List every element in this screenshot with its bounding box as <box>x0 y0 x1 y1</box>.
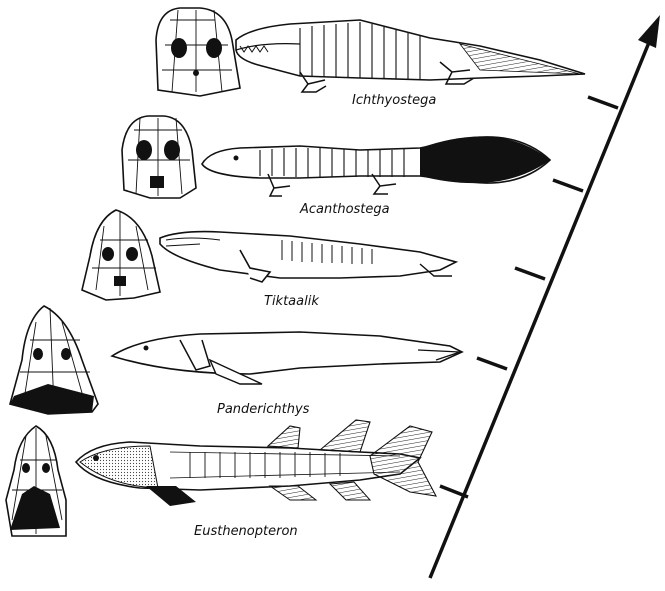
arrow-shaft <box>430 40 650 578</box>
arrow-tick <box>515 268 545 279</box>
label-panderichthys: Panderichthys <box>217 402 310 417</box>
skeleton-tiktaalik <box>160 232 456 282</box>
label-ichthyostega: Ichthyostega <box>352 93 436 108</box>
arrow-tick <box>588 97 618 108</box>
label-eusthenopteron: Eusthenopteron <box>194 524 298 539</box>
label-tiktaalik: Tiktaalik <box>264 294 319 309</box>
skull-ichthyostega <box>156 8 240 96</box>
skeleton-eusthenopteron <box>76 420 436 506</box>
skeleton-ichthyostega <box>236 20 585 92</box>
time-arrow <box>430 15 660 578</box>
arrow-tick <box>477 358 507 369</box>
arrow-tick <box>553 180 583 191</box>
arrow-head <box>638 15 660 48</box>
skull-panderichthys <box>10 306 98 414</box>
skeleton-acanthostega <box>202 136 550 196</box>
label-acanthostega: Acanthostega <box>299 202 390 217</box>
skull-acanthostega <box>122 116 196 198</box>
skull-eusthenopteron <box>6 426 66 536</box>
skull-tiktaalik <box>82 210 160 300</box>
skeleton-panderichthys <box>112 332 462 384</box>
